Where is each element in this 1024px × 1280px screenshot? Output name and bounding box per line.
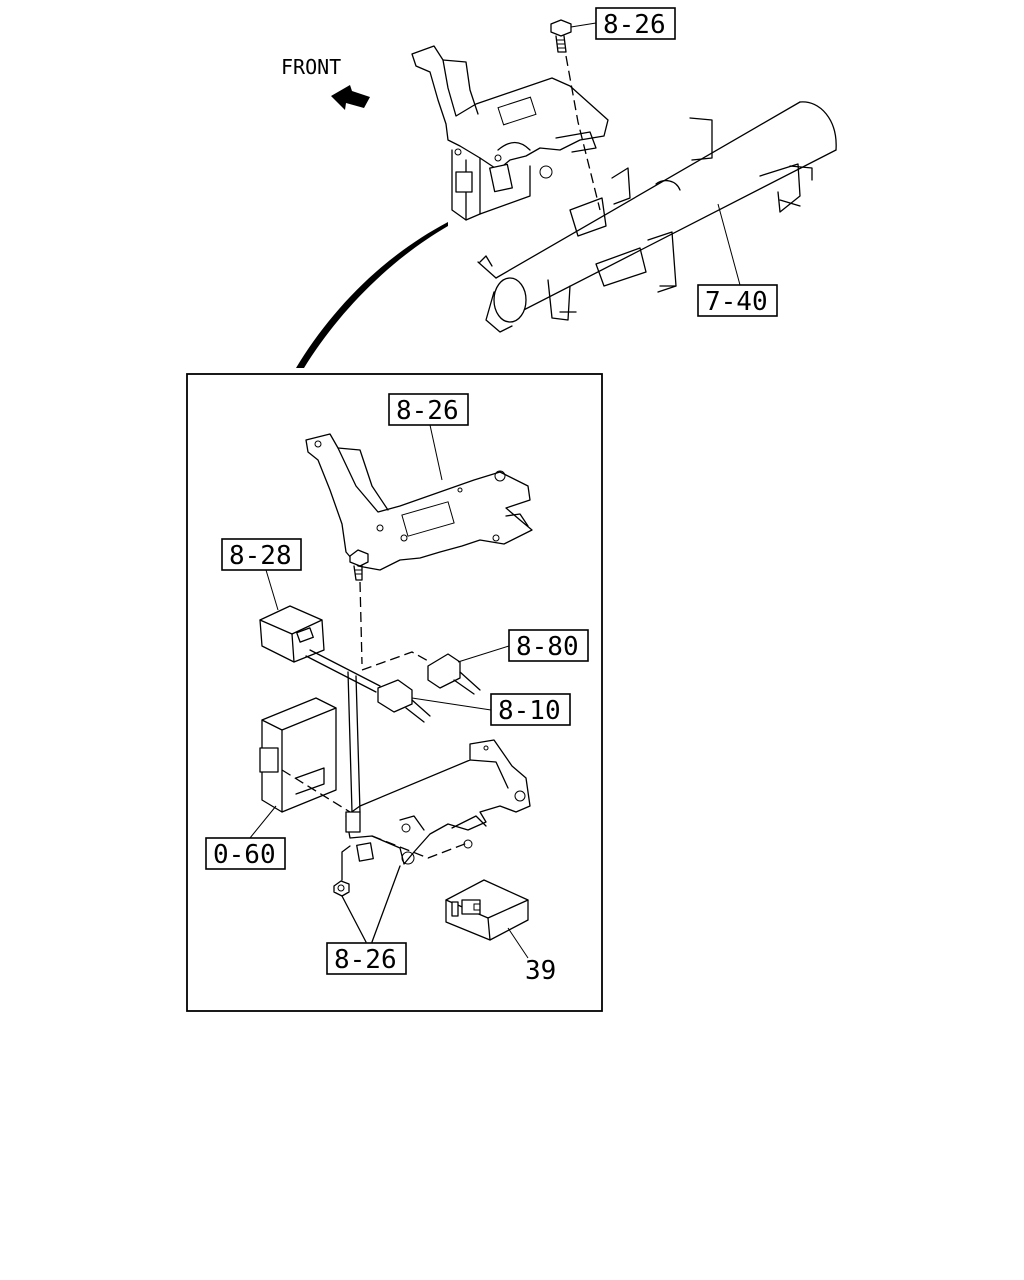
callout-box-relay-a: [221, 538, 302, 571]
callout-box-fasteners: [326, 942, 407, 975]
detail-pointer-curve: [296, 222, 448, 368]
nut-fastener: [333, 880, 350, 897]
callout-connector-b: 8-10: [498, 696, 561, 726]
callout-box-crossmember: [697, 284, 778, 317]
relay-39: [445, 879, 529, 941]
callout-connector-a: 8-80: [516, 632, 579, 662]
relay-8-28: [259, 605, 325, 663]
callout-fasteners: 8-26: [334, 945, 397, 975]
bolt-top: [550, 19, 572, 53]
connector-8-80: [427, 653, 481, 695]
callout-control-unit: 0-60: [213, 840, 276, 870]
upper-bracket-assembly: [411, 45, 609, 221]
detail-frame: [186, 373, 603, 1012]
callout-box-detail-bracket: [388, 393, 469, 426]
front-arrow-icon: [331, 85, 370, 110]
control-unit-0-60: [259, 697, 337, 813]
lower-bracket: [345, 739, 531, 865]
callout-relay-b: 39: [525, 956, 556, 986]
callout-box-control-unit: [205, 837, 286, 870]
callout-box-top-bolt: [595, 7, 676, 40]
detail-bracket: [305, 433, 533, 571]
callout-relay-a: 8-28: [229, 541, 292, 571]
detail-screw: [349, 549, 369, 581]
callout-box-connector-a: [508, 629, 589, 662]
crossmember-7-40: [477, 101, 837, 333]
callout-top-bolt: 8-26: [603, 10, 666, 40]
callout-detail-bracket: 8-26: [396, 396, 459, 426]
callout-box-connector-b: [490, 693, 571, 726]
callout-crossmember: 7-40: [705, 287, 768, 317]
front-label: FRONT: [281, 55, 341, 79]
connector-8-10: [377, 679, 431, 723]
